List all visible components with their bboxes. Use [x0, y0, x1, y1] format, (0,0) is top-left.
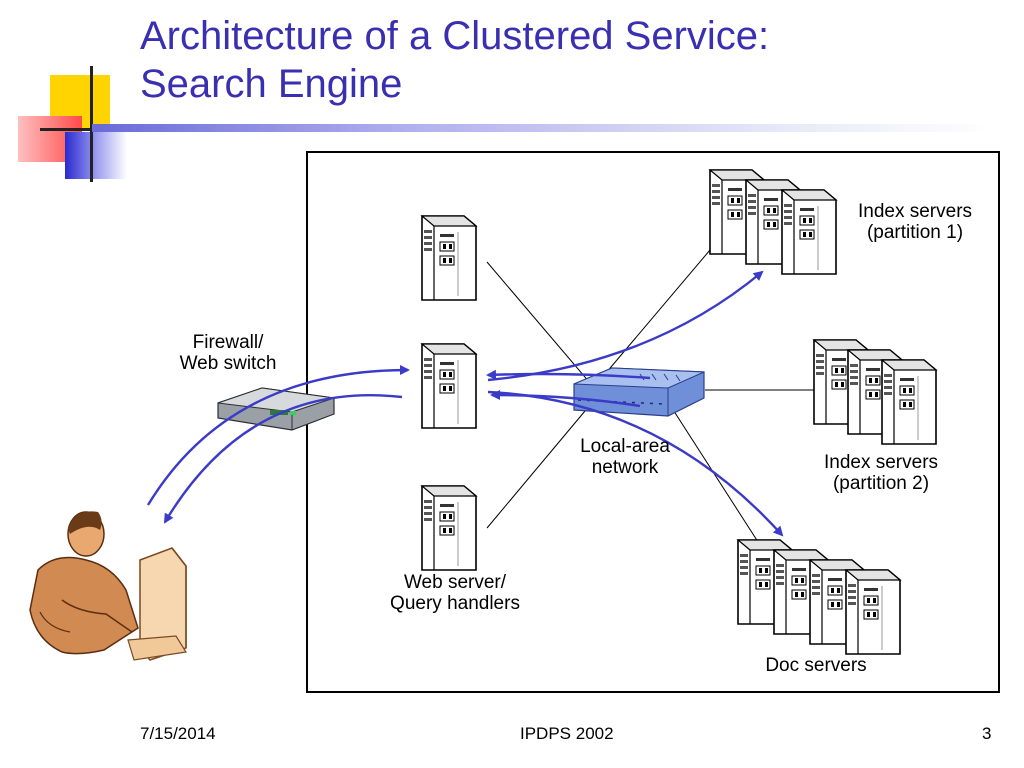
lan-label-line-2: network	[591, 457, 659, 478]
link-doc	[669, 404, 761, 546]
index-partition-2-label-line-2: (partition 2)	[832, 473, 930, 494]
footer-page-number: 3	[982, 724, 992, 743]
firewall-label-line-1: Firewall/	[192, 332, 264, 353]
arrow-lan-to-webserver-1	[486, 369, 651, 380]
firewall-label-line-2: Web switch	[179, 353, 277, 374]
index-partition-2-label: Index servers (partition 2)	[808, 452, 954, 494]
web-server-label: Web server/ Query handlers	[370, 572, 540, 614]
decor-horizontal-line	[40, 128, 132, 131]
web-server-label-line-1: Web server/	[403, 572, 507, 593]
doc-servers-icon	[737, 539, 901, 655]
slide-title: Architecture of a Clustered Service: Sea…	[140, 12, 1000, 108]
index-partition-2-label-line-1: Index servers	[823, 452, 939, 473]
index-servers-partition-1-icon	[709, 169, 837, 275]
link-bottom-webserver	[486, 404, 591, 529]
lan-label-line-1: Local-area	[580, 436, 670, 457]
arrow-webserver-to-user	[163, 393, 403, 524]
index-partition-1-label-line-1: Index servers	[857, 201, 973, 222]
title-line-2: Search Engine	[140, 62, 403, 106]
arrow-lan-to-webserver-2	[490, 390, 641, 408]
decor-vertical-line	[90, 66, 93, 182]
link-top-webserver	[486, 261, 591, 384]
request-flow-arrows	[146, 270, 784, 537]
doc-servers-label-text: Doc servers	[765, 655, 867, 676]
doc-servers-label: Doc servers	[748, 655, 884, 676]
decor-blue-square	[65, 132, 127, 179]
footer-event: IPDPS 2002	[520, 724, 614, 743]
link-index1	[599, 249, 711, 381]
index-partition-1-label: Index servers (partition 1)	[842, 201, 988, 243]
web-server-middle-icon	[421, 343, 477, 429]
lan-label: Local-area network	[560, 436, 690, 478]
firewall-label: Firewall/ Web switch	[158, 332, 298, 374]
network-links	[486, 249, 815, 546]
web-server-label-line-2: Query handlers	[390, 593, 520, 614]
arrow-webserver-to-index1	[487, 270, 764, 382]
title-underline	[92, 124, 992, 132]
user-at-computer-icon	[29, 511, 187, 661]
title-line-1: Architecture of a Clustered Service:	[140, 14, 770, 58]
arrow-user-to-webserver	[146, 365, 410, 506]
firewall-switch-icon	[217, 387, 335, 431]
web-server-top-icon	[421, 215, 477, 301]
index-partition-1-label-line-2: (partition 1)	[866, 222, 964, 243]
web-server-bottom-icon	[421, 485, 477, 571]
index-servers-partition-2-icon	[813, 339, 937, 445]
footer-date: 7/15/2014	[140, 724, 216, 743]
